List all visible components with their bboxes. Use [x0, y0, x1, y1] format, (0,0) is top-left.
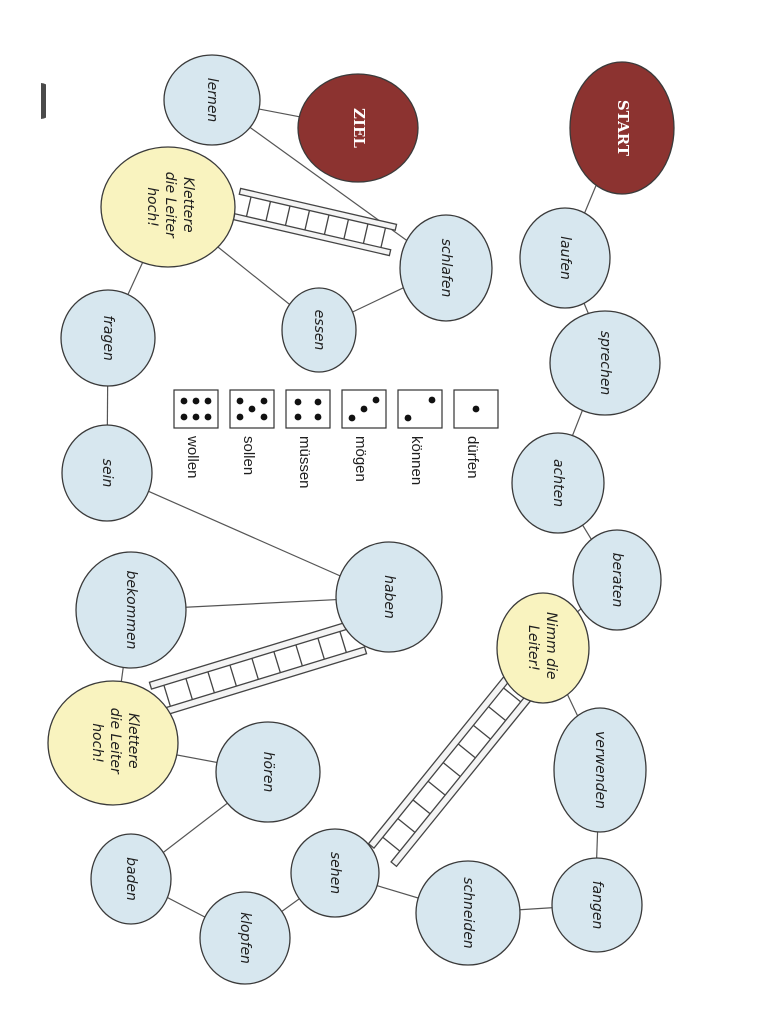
- dice-legend: wollen sollen müssen mögen können: [173, 389, 499, 489]
- ladders: [148, 187, 539, 868]
- square-sprechen[interactable]: sprechen: [549, 310, 661, 416]
- dice-legend-verb: sollen: [240, 436, 257, 475]
- verb-label: sein: [99, 459, 115, 488]
- square-essen[interactable]: essen: [281, 287, 357, 373]
- dice-legend-verb: müssen: [296, 436, 313, 489]
- verb-label: schlafen: [438, 239, 454, 298]
- square-klettere-die-leiter-bottom[interactable]: Klettere die Leiter hoch!: [47, 680, 179, 806]
- ladder-square-line: die Leiter: [107, 708, 123, 775]
- square-klettere-die-leiter-top[interactable]: Klettere die Leiter hoch!: [100, 146, 236, 268]
- square-haben[interactable]: haben: [335, 541, 443, 653]
- ladder-square-line: die Leiter: [162, 172, 178, 239]
- dice-legend-verb: mögen: [352, 436, 369, 482]
- ladder-square-label: Klettere die Leiter hoch!: [89, 708, 141, 778]
- dice-legend-row-koennen: können: [397, 389, 443, 485]
- square-klopfen[interactable]: klopfen: [199, 891, 291, 985]
- verb-label: sehen: [327, 852, 343, 894]
- die-four-icon: [285, 389, 331, 429]
- dice-legend-verb: wollen: [184, 435, 201, 479]
- start-label: START: [614, 100, 632, 157]
- square-schneiden[interactable]: schneiden: [415, 860, 521, 966]
- square-sein[interactable]: sein: [61, 424, 153, 522]
- ladder-square-label: Nimm die Leiter!: [525, 612, 559, 684]
- square-fragen[interactable]: fragen: [60, 289, 156, 387]
- ladder-middle: [148, 618, 368, 718]
- square-schlafen[interactable]: schlafen: [399, 214, 493, 322]
- ladder-top: [232, 187, 398, 257]
- verb-label: haben: [381, 575, 397, 619]
- square-fangen[interactable]: fangen: [551, 857, 643, 953]
- die-two-icon: [397, 389, 443, 429]
- verb-label: essen: [311, 310, 327, 351]
- ladder-square-line: Klettere: [180, 177, 196, 233]
- dice-legend-row-sollen: sollen: [229, 389, 275, 475]
- verb-label: klopfen: [237, 912, 253, 964]
- square-lernen[interactable]: lernen: [163, 54, 261, 146]
- dice-legend-verb: können: [408, 436, 425, 485]
- square-sehen[interactable]: sehen: [290, 828, 380, 918]
- ladder-square-line: hoch!: [89, 723, 105, 763]
- verb-label: achten: [550, 459, 566, 507]
- verb-label: laufen: [557, 236, 573, 280]
- square-laufen[interactable]: laufen: [519, 207, 611, 309]
- verb-label: fragen: [100, 315, 116, 361]
- verb-label: beraten: [609, 553, 625, 608]
- goal-square[interactable]: ZIEL: [297, 73, 419, 183]
- square-achten[interactable]: achten: [511, 432, 605, 534]
- die-one-icon: [453, 389, 499, 429]
- verb-label: hören: [260, 752, 276, 793]
- verb-label: lernen: [204, 78, 220, 123]
- square-nimm-die-leiter[interactable]: Nimm die Leiter!: [496, 592, 590, 704]
- verb-label: bekommen: [123, 571, 139, 650]
- die-six-icon: [173, 389, 219, 429]
- verb-label: baden: [123, 857, 139, 901]
- dice-legend-verb: dürfen: [464, 436, 481, 479]
- square-verwenden[interactable]: verwenden: [553, 707, 647, 833]
- verb-label: sprechen: [597, 331, 613, 396]
- dice-legend-row-duerfen: dürfen: [453, 389, 499, 479]
- goal-label: ZIEL: [350, 108, 368, 148]
- ladder-square-line: hoch!: [144, 187, 160, 227]
- ladder-square-line: Nimm die: [543, 612, 559, 679]
- dice-legend-row-moegen: mögen: [341, 389, 387, 482]
- dice-legend-row-muessen: müssen: [285, 389, 331, 489]
- verb-label: verwenden: [592, 731, 608, 809]
- square-beraten[interactable]: beraten: [572, 529, 662, 631]
- verb-label: schneiden: [460, 877, 476, 949]
- square-baden[interactable]: baden: [90, 833, 172, 925]
- ladder-bottom: [367, 668, 539, 868]
- ladder-square-label: Klettere die Leiter hoch!: [144, 172, 196, 242]
- ladder-square-line: Klettere: [125, 713, 141, 769]
- dice-legend-row-wollen: wollen: [173, 389, 219, 479]
- square-bekommen[interactable]: bekommen: [75, 551, 187, 669]
- square-hoeren[interactable]: hören: [215, 721, 321, 823]
- start-square[interactable]: START: [569, 61, 675, 195]
- ladder-square-line: Leiter!: [525, 625, 541, 671]
- verb-label: fangen: [589, 881, 605, 930]
